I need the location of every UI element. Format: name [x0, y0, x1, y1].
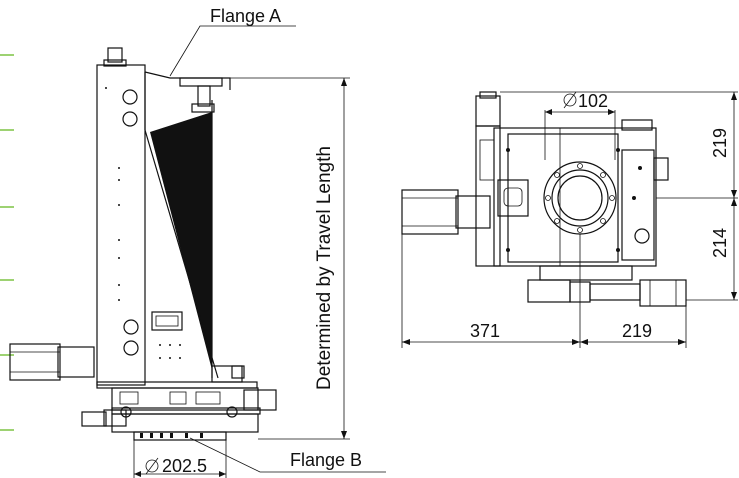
top-view-dimensions	[401, 91, 738, 348]
flange-b-label: Flange B	[290, 450, 362, 470]
diameter-port-value: 102	[578, 91, 608, 111]
dim-top-right: 219	[710, 128, 730, 158]
side-view	[9, 47, 277, 441]
diameter-port: 102	[563, 91, 608, 111]
margin-ticks	[0, 54, 14, 431]
diameter-flange-b-value: 202.5	[162, 456, 207, 476]
flange-a-label: Flange A	[210, 6, 281, 26]
dim-bottom-left: 371	[470, 321, 500, 341]
diameter-flange-b: 202.5	[145, 456, 207, 476]
travel-length-label: Determined by Travel Length	[314, 146, 335, 390]
dim-bottom-right: 219	[622, 321, 652, 341]
side-dimensions	[133, 25, 386, 478]
top-view	[401, 91, 687, 307]
dim-mid-right: 214	[710, 228, 730, 258]
